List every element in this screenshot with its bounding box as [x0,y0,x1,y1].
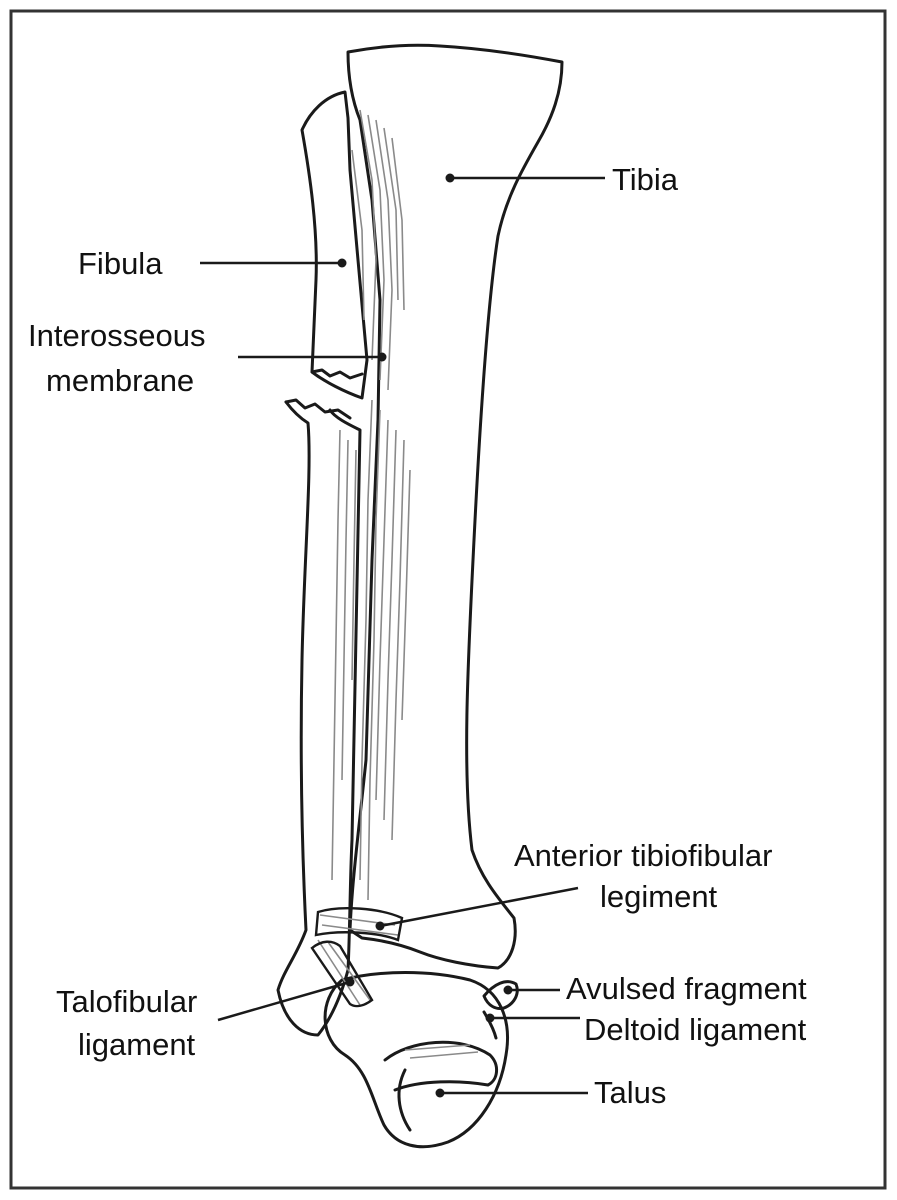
fracture-line-lower [284,398,352,420]
interosseous-shading [317,109,479,1059]
tibia [346,43,564,970]
leader-dots [337,173,513,1098]
fibula-lower [276,400,362,1037]
label-tibia: Tibia [612,162,679,197]
label-interosseous-1: Interosseous [28,318,206,353]
anterior-tibiofibular-ligament [314,907,404,942]
label-interosseous-2: membrane [46,363,195,398]
label-deltoid: Deltoid ligament [584,1012,807,1047]
label-avulsed: Avulsed fragment [566,971,807,1006]
talus [323,971,509,1149]
talus-dome [383,1040,498,1092]
tibia-dot [445,173,455,183]
ligaments [310,907,404,1008]
talofibular-dot [345,977,355,987]
label-talofibular-1: Talofibular [56,984,198,1019]
talus-dot [435,1088,445,1098]
figure-frame [9,9,887,1190]
anterior-dot [375,921,385,931]
label-talus: Talus [594,1075,667,1110]
fibula-dot [337,258,347,268]
talofibular-leader [217,980,351,1022]
anterior-leader [379,886,579,928]
label-fibula: Fibula [78,246,163,281]
deltoid-ligament-shape [482,1010,498,1040]
fracture-line-upper [310,368,364,380]
avulsed-fragment [482,980,519,1010]
leader-lines [200,176,605,1095]
avulsed-dot [503,985,513,995]
fibula-upper [300,90,369,400]
label-talofibular-2: ligament [78,1027,196,1062]
talofibular-ligament [310,940,374,1008]
label-anterior-1: Anterior tibiofibular [514,838,773,873]
talus-inner [397,1068,412,1132]
label-anterior-2: legiment [600,879,718,914]
deltoid-dot [485,1013,495,1023]
interosseous-dot [377,352,387,362]
